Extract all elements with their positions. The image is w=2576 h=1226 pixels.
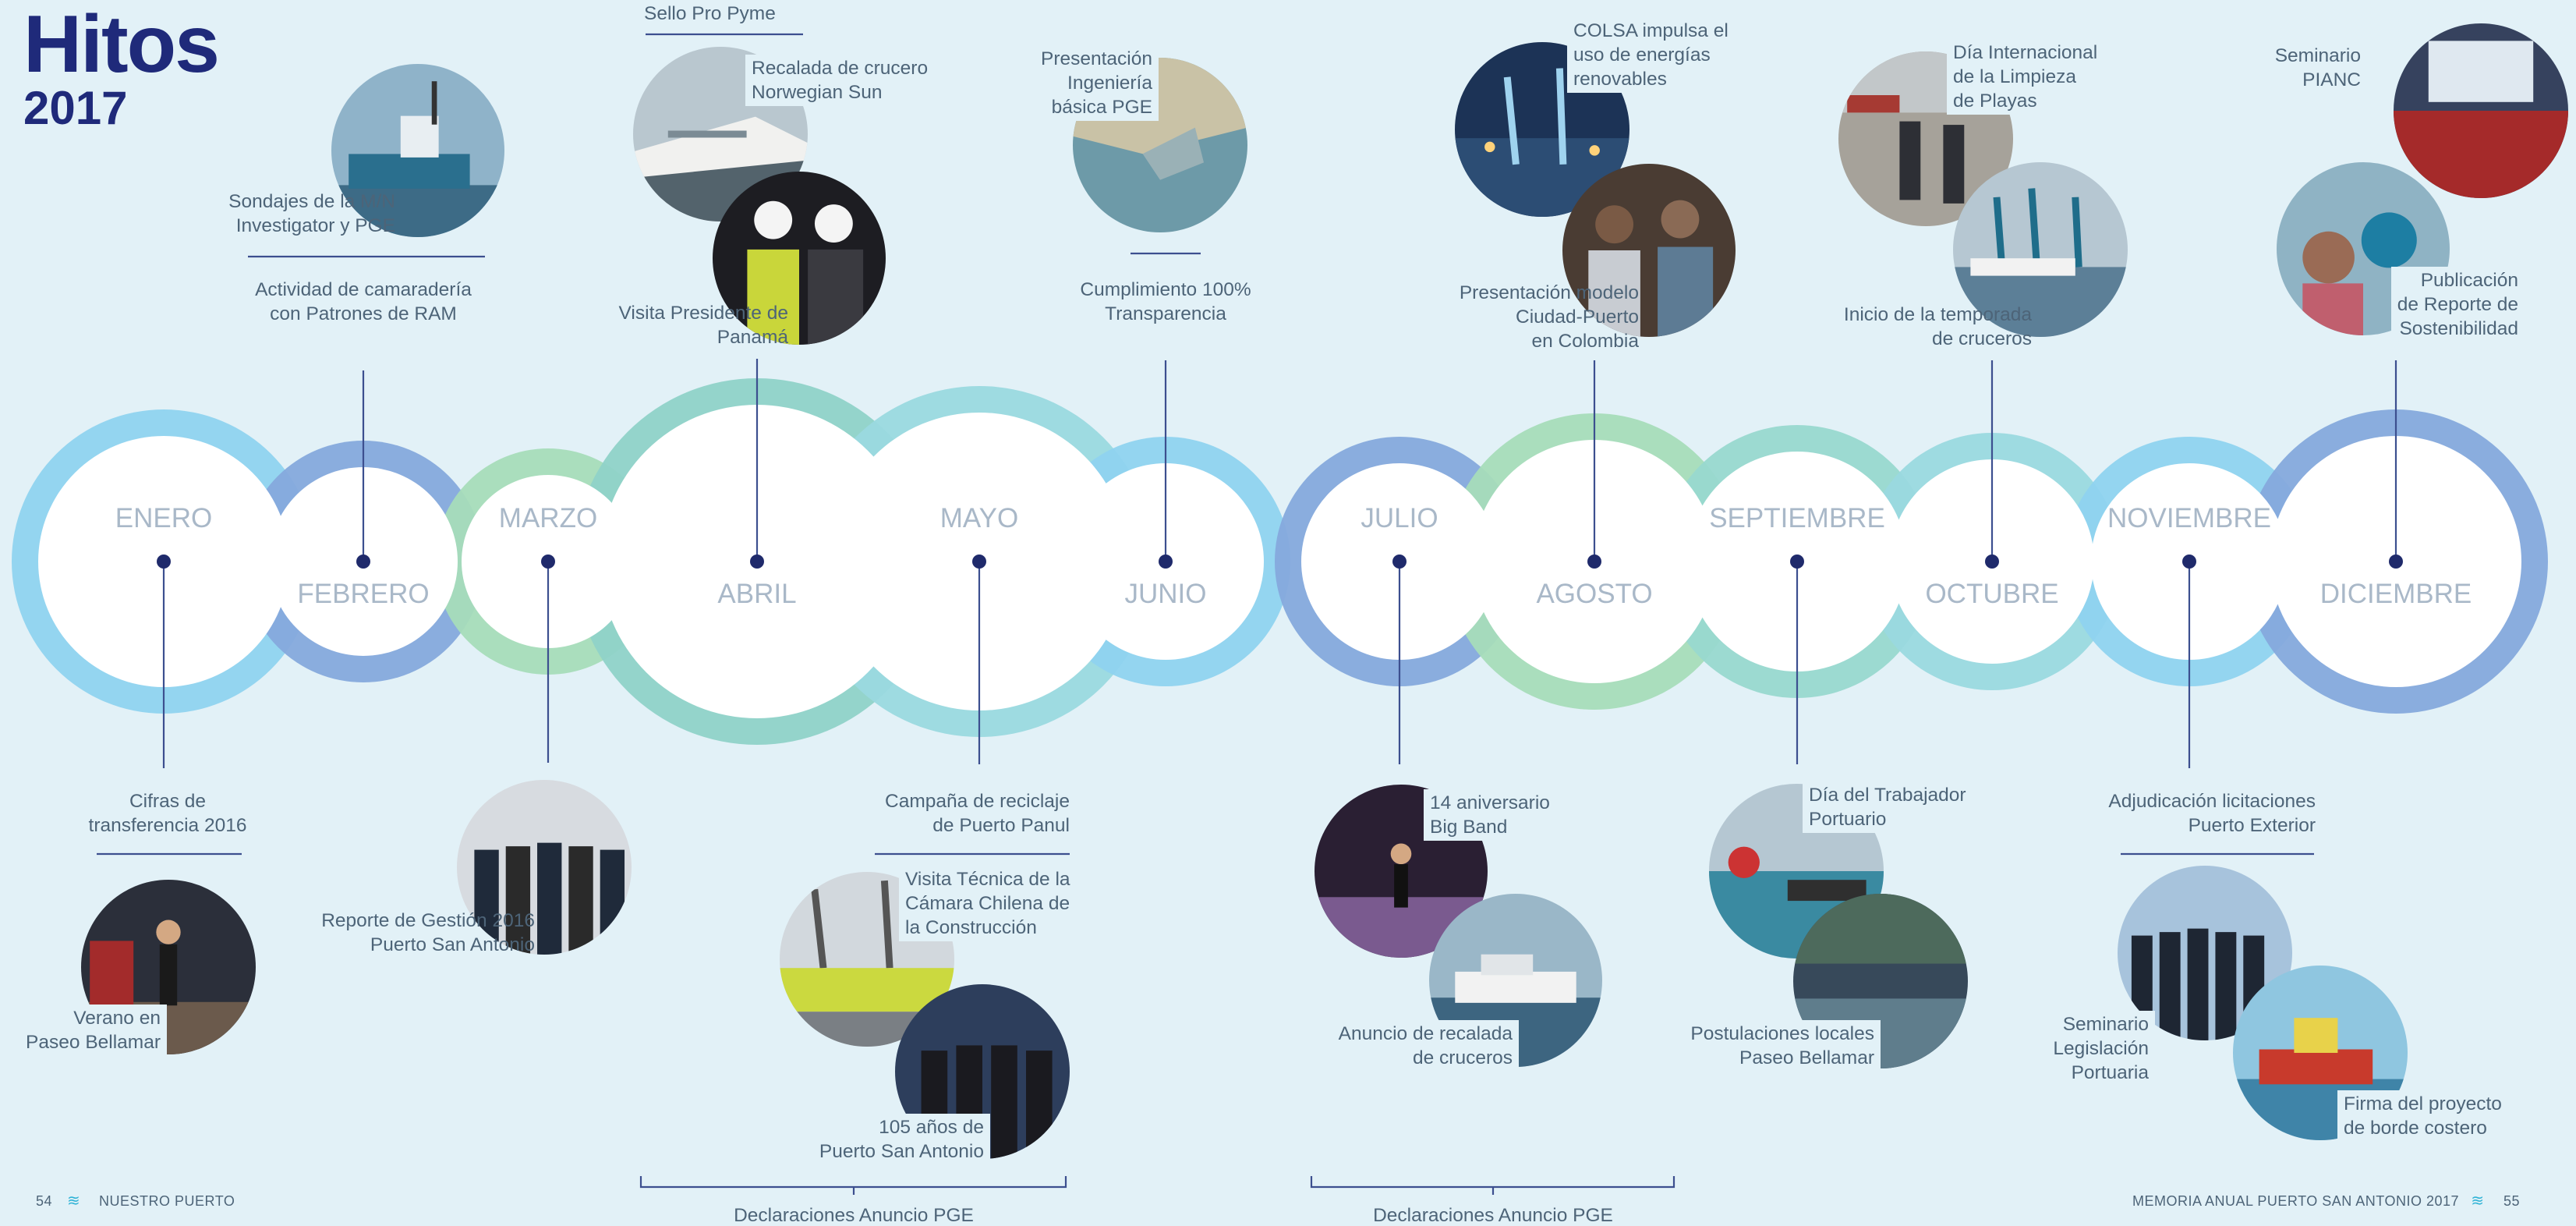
label-modelo: Presentación modelo Ciudad-Puerto en Col… — [1459, 282, 1639, 352]
wave-mark-icon: ≋ — [2471, 1191, 2484, 1210]
people-image — [1562, 164, 1736, 337]
label-anuncio-cruceros: Anuncio de recalada de cruceros — [1332, 1020, 1519, 1072]
label-sello-pro-pyme: Sello Pro Pyme — [644, 3, 776, 24]
month-dot — [1985, 555, 1999, 569]
page-title: Hitos — [23, 0, 220, 90]
label-recalada-crucero: Recalada de crucero Norwegian Sun — [745, 55, 935, 106]
label-reporte-gestion: Reporte de Gestión 2016 Puerto San Anton… — [321, 910, 535, 955]
wave-mark-icon: ≋ — [67, 1191, 80, 1210]
photo-seminario-pianc — [2394, 23, 2568, 198]
label-limpieza: Día Internacional de la Limpieza de Play… — [1947, 39, 2104, 115]
month-label: OCTUBRE — [1925, 579, 2058, 609]
footer-left-page: 54 — [36, 1193, 53, 1209]
bracket-declaraciones-2 — [1310, 1176, 1675, 1189]
month-label: ENERO — [115, 503, 212, 533]
month-dot — [2389, 555, 2403, 569]
month-label: FEBRERO — [297, 579, 429, 609]
label-colsa: COLSA impulsa el uso de energías renovab… — [1567, 17, 1735, 93]
label-sostenibilidad: Publicación de Reporte de Sostenibilidad — [2390, 267, 2525, 342]
month-label: DICIEMBRE — [2320, 579, 2472, 609]
month-dot — [2182, 555, 2196, 569]
label-declaraciones-2: Declaraciones Anuncio PGE — [1373, 1205, 1613, 1226]
month-dot — [1392, 555, 1407, 569]
cruise-port-image — [1953, 162, 2128, 337]
month-label: SEPTIEMBRE — [1709, 503, 1885, 533]
label-reciclaje: Campaña de reciclaje de Puerto Panul — [885, 791, 1070, 836]
month-dot — [1159, 555, 1173, 569]
ship-image — [331, 64, 504, 237]
month-label: NOVIEMBRE — [2107, 503, 2271, 533]
month-label: MAYO — [940, 503, 1018, 533]
page-year: 2017 — [23, 82, 128, 134]
bracket-declaraciones-1 — [639, 1176, 1067, 1189]
label-visita-presidente: Visita Presidente de Panamá — [618, 303, 788, 348]
month-label: AGOSTO — [1536, 579, 1652, 609]
photo-visita-presidente — [713, 172, 886, 345]
footer-right-page: 55 — [2503, 1193, 2520, 1209]
photo-sondajes — [331, 64, 504, 237]
month-dot — [750, 555, 764, 569]
auditorium-image — [2394, 23, 2568, 198]
label-ingenieria: Presentación Ingeniería básica PGE — [1034, 45, 1159, 121]
month-label: ABRIL — [717, 579, 796, 609]
label-postulaciones: Postulaciones locales Paseo Bellamar — [1684, 1020, 1881, 1072]
month-dot — [1587, 555, 1601, 569]
label-transparencia: Cumplimiento 100% Transparencia — [1080, 279, 1251, 324]
photo-temporada-cruceros — [1953, 162, 2128, 337]
label-legislacion: Seminario Legislación Portuaria — [2047, 1011, 2155, 1086]
photo-borde-costero — [2233, 966, 2408, 1140]
label-cifras: Cifras de transferencia 2016 — [88, 791, 247, 836]
month-dot — [356, 555, 370, 569]
label-temporada: Inicio de la temporada de cruceros — [1843, 304, 2032, 349]
month-label: MARZO — [499, 503, 597, 533]
photo-modelo-ciudad-puerto — [1562, 164, 1736, 337]
people-image — [713, 172, 886, 345]
month-dot — [157, 555, 171, 569]
footer-left-section: NUESTRO PUERTO — [99, 1193, 235, 1209]
label-visita-tecnica: Visita Técnica de la Cámara Chilena de l… — [899, 866, 1077, 941]
month-label: JULIO — [1361, 503, 1438, 533]
month-label: JUNIO — [1125, 579, 1207, 609]
label-105-anos: 105 años de Puerto San Antonio — [812, 1114, 990, 1165]
label-big-band: 14 aniversario Big Band — [1424, 789, 1556, 841]
boat-image — [2233, 966, 2408, 1140]
label-dia-trabajador: Día del Trabajador Portuario — [1803, 781, 1973, 833]
label-camaraderia: Actividad de camaradería con Patrones de… — [255, 279, 472, 324]
label-pianc: Seminario PIANC — [2274, 45, 2361, 90]
label-sondajes: Sondajes de la M/N Investigator y PGE — [228, 191, 395, 236]
month-dot — [972, 555, 986, 569]
label-adjudicacion: Adjudicación licitaciones Puerto Exterio… — [2108, 791, 2316, 836]
label-borde-costero: Firma del proyecto de borde costero — [2337, 1090, 2508, 1142]
label-verano: Verano en Paseo Bellamar — [19, 1005, 167, 1056]
label-declaraciones-1: Declaraciones Anuncio PGE — [734, 1205, 974, 1226]
footer-right-title: MEMORIA ANUAL PUERTO SAN ANTONIO 2017 — [2132, 1193, 2459, 1209]
month-dot — [541, 555, 555, 569]
month-dot — [1790, 555, 1804, 569]
